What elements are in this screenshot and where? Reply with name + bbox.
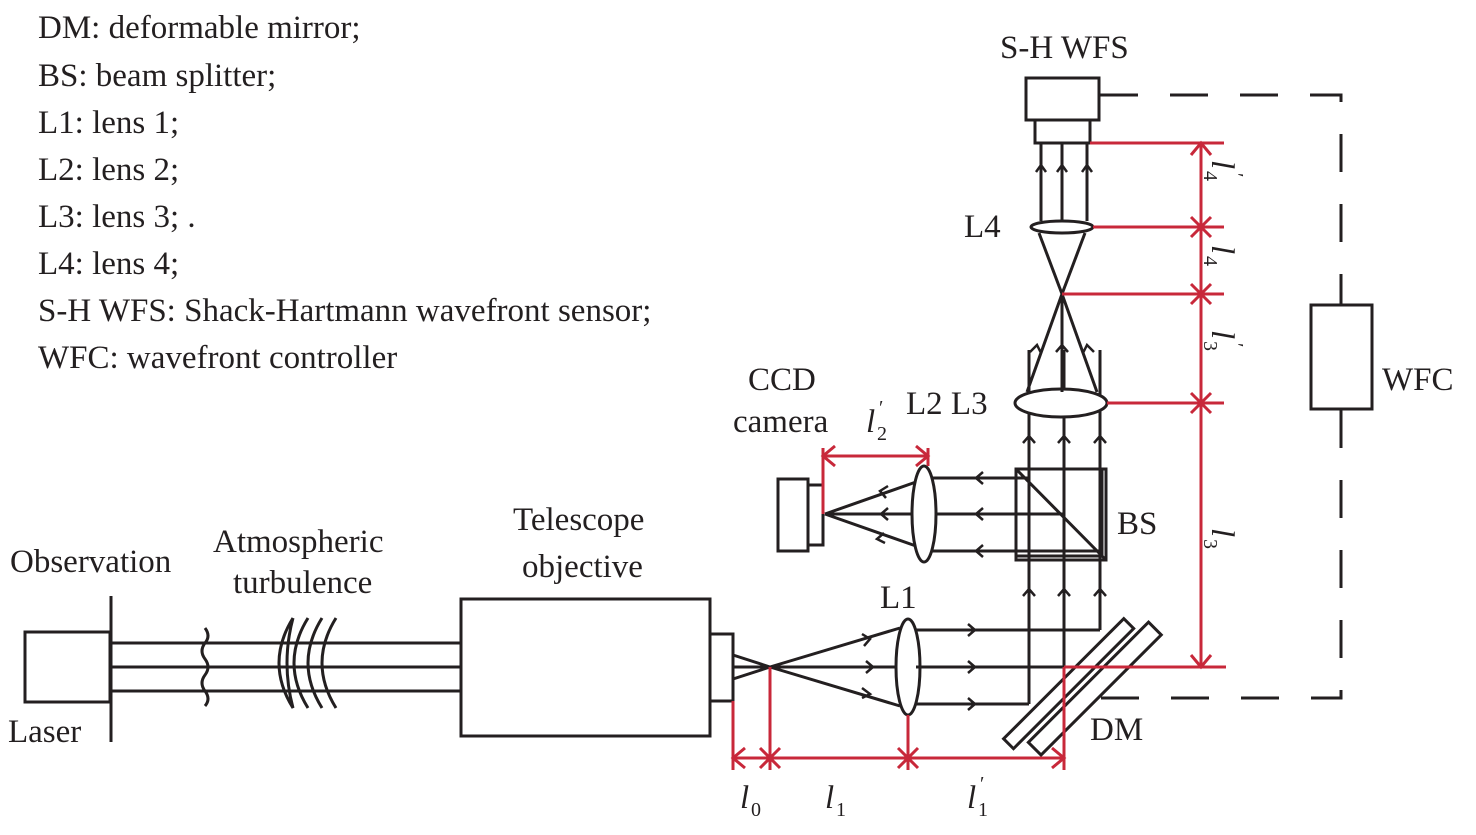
svg-text:0: 0 <box>751 799 761 821</box>
svg-text:l: l <box>866 404 875 440</box>
beam-to-l1 <box>732 626 901 708</box>
ccd-camera: CCD camera <box>733 362 829 553</box>
telescope-objective: Telescope objective <box>459 502 735 738</box>
legend-item: DM: deformable mirror; <box>38 10 361 46</box>
label-l4-prime: l 4 ′ <box>1199 160 1247 181</box>
legend-item: L2: lens 2; <box>38 152 179 188</box>
laser-box <box>23 630 112 704</box>
label-l3-prime: l 3 ′ <box>1199 330 1247 351</box>
label-l0: l 0 <box>740 780 761 821</box>
ccd-label-2: camera <box>733 404 829 440</box>
legend-item: BS: beam splitter; <box>38 58 276 94</box>
svg-text:2: 2 <box>877 423 887 445</box>
bs-label: BS <box>1117 506 1157 542</box>
l4-label: L4 <box>964 209 1001 245</box>
deformable-mirror: DM <box>1001 616 1164 758</box>
atmos-label-2: turbulence <box>233 565 372 601</box>
svg-text:′: ′ <box>879 397 883 419</box>
svg-text:l: l <box>825 780 834 816</box>
laser-label: Laser <box>8 714 81 750</box>
svg-text:′: ′ <box>980 773 984 795</box>
svg-text:l: l <box>967 780 976 816</box>
distance-labels: l 0 l 1 l 1 ′ l 2 ′ l 4 ′ l 4 l 3 ′ <box>740 160 1247 821</box>
telescope-label-1: Telescope <box>513 502 644 538</box>
wfc-box <box>1309 303 1374 411</box>
svg-text:′: ′ <box>1225 173 1247 177</box>
svg-text:l: l <box>1204 528 1240 537</box>
label-l1-prime: l 1 ′ <box>967 773 988 821</box>
wfc-label: WFC <box>1382 362 1454 398</box>
sh-wfs-label: S-H WFS <box>1000 30 1129 66</box>
telescope-box <box>459 597 712 738</box>
label-l3: l 3 <box>1199 528 1240 549</box>
svg-text:1: 1 <box>978 799 988 821</box>
lens-l4: L4 <box>964 209 1095 245</box>
legend-item: L4: lens 4; <box>38 246 179 282</box>
label-l4: l 4 <box>1199 245 1240 266</box>
turbulence-icon: Atmospheric turbulence <box>200 524 383 709</box>
control-loop: WFC <box>1100 93 1454 700</box>
ccd-label-1: CCD <box>748 362 816 398</box>
svg-text:3: 3 <box>1199 341 1221 351</box>
atmos-label-1: Atmospheric <box>213 524 383 560</box>
svg-text:1: 1 <box>836 799 846 821</box>
svg-text:′: ′ <box>1225 343 1247 347</box>
l2-l3-label: L2 L3 <box>906 386 988 422</box>
dimension-lines <box>730 140 1226 770</box>
input-beams <box>111 641 460 693</box>
beam-l4-to-wfs <box>1034 143 1094 221</box>
legend-item: L3: lens 3; . <box>38 199 196 235</box>
shack-hartmann-wfs: S-H WFS <box>1000 30 1129 145</box>
laser-source: Observation Laser <box>8 544 171 750</box>
l1-label: L1 <box>880 580 917 616</box>
observation-label: Observation <box>10 544 171 580</box>
svg-text:4: 4 <box>1199 171 1221 181</box>
label-l1: l 1 <box>825 780 846 821</box>
eyepiece <box>708 632 735 703</box>
beam-l3-to-l4 <box>1025 232 1099 393</box>
svg-text:l: l <box>1204 245 1240 254</box>
beam-l1-to-dm <box>916 623 1100 711</box>
legend-item: L1: lens 1; <box>38 105 179 141</box>
svg-text:3: 3 <box>1199 539 1221 549</box>
telescope-label-2: objective <box>522 549 643 585</box>
legend: DM: deformable mirror; BS: beam splitter… <box>38 10 651 376</box>
lens-l2 <box>910 464 938 564</box>
svg-text:4: 4 <box>1199 256 1221 266</box>
lens-l1: L1 <box>880 580 922 717</box>
lens-l3: L2 L3 <box>906 386 1109 422</box>
svg-text:l: l <box>740 780 749 816</box>
svg-text:l: l <box>1204 160 1240 169</box>
beam-to-ccd <box>824 471 1100 558</box>
label-l2-prime: l 2 ′ <box>866 397 887 445</box>
dm-label: DM <box>1090 712 1143 748</box>
legend-item: S-H WFS: Shack-Hartmann wavefront sensor… <box>38 293 651 329</box>
svg-text:l: l <box>1204 330 1240 339</box>
legend-item: WFC: wavefront controller <box>38 340 397 376</box>
